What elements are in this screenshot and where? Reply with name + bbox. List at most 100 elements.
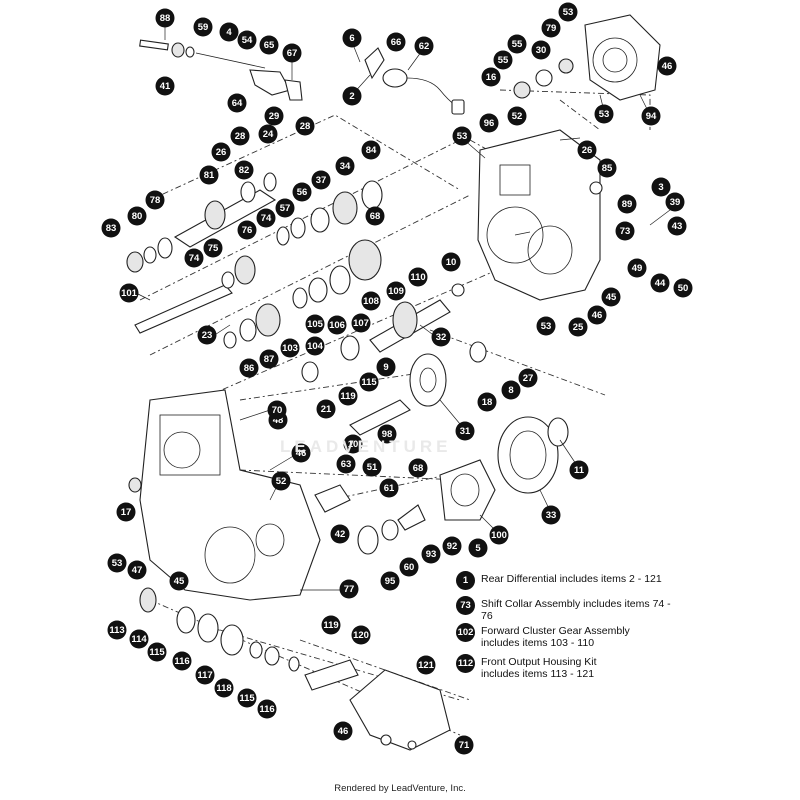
callout-badge (230, 126, 250, 146)
callout-badge (267, 400, 287, 420)
callout-badge (481, 67, 501, 87)
callout-number: 47 (132, 565, 143, 576)
callout-42: 42 (330, 524, 350, 544)
callout-number: 53 (563, 7, 574, 18)
callout-number: 71 (459, 740, 470, 751)
callout-45: 45 (601, 287, 621, 307)
callout-badge (421, 544, 441, 564)
callout-badge (227, 93, 247, 113)
callout-number: 32 (436, 332, 447, 343)
callout-121: 121 (416, 655, 436, 675)
callout-number: 95 (385, 576, 396, 587)
callout-number: 113 (109, 625, 124, 636)
callout-badge (199, 165, 219, 185)
callout-number: 63 (341, 459, 352, 470)
callout-number: 67 (287, 48, 298, 59)
callout-number: 61 (384, 483, 395, 494)
callout-badge (172, 651, 192, 671)
callout-73: 73 (615, 221, 635, 241)
callout-57: 57 (275, 198, 295, 218)
callout-badge (379, 478, 399, 498)
callout-106: 106 (327, 315, 347, 335)
callout-badge (665, 192, 685, 212)
callout-badge (237, 30, 257, 50)
callout-61: 61 (379, 478, 399, 498)
callout-68: 68 (408, 458, 428, 478)
callout-badge (295, 116, 315, 136)
callout-117: 117 (195, 665, 215, 685)
callout-number: 88 (160, 13, 171, 24)
callout-96: 96 (479, 113, 499, 133)
callout-number: 37 (316, 175, 327, 186)
callout-113: 113 (107, 620, 127, 640)
callout-badge (330, 524, 350, 544)
callout-53: 53 (536, 316, 556, 336)
callout-53: 53 (452, 126, 472, 146)
callout-number: 115 (239, 693, 255, 704)
callout-28: 28 (230, 126, 250, 146)
callout-badge (673, 278, 693, 298)
legend-text: Rear Differential includes items 2 - 121 (481, 573, 662, 585)
callout-badge (129, 629, 149, 649)
callout-badge (211, 142, 231, 162)
callout-number: 94 (646, 111, 657, 122)
callout-number: 118 (216, 683, 231, 694)
callout-badge (237, 688, 257, 708)
callout-80: 80 (127, 206, 147, 226)
callout-badge (335, 156, 355, 176)
callout-number: 68 (370, 211, 381, 222)
callout-badge (452, 126, 472, 146)
callout-56: 56 (292, 182, 312, 202)
callout-64: 64 (227, 93, 247, 113)
callout-badge (365, 206, 385, 226)
callout-115: 115 (147, 642, 167, 662)
callout-number: 78 (150, 195, 161, 206)
callout-31: 31 (455, 421, 475, 441)
callout-88: 88 (155, 8, 175, 28)
callout-52: 52 (271, 471, 291, 491)
callout-badge (280, 338, 300, 358)
callout-badge (531, 40, 551, 60)
callout-number: 44 (655, 278, 666, 289)
callout-number: 26 (216, 147, 227, 158)
callout-114: 114 (129, 629, 149, 649)
callout-10: 10 (343, 434, 363, 454)
callout-badge (489, 525, 509, 545)
callout-badge (431, 327, 451, 347)
callout-badge (558, 2, 578, 22)
callout-number: 92 (447, 541, 458, 552)
callout-number: 77 (344, 584, 355, 595)
callout-badge (351, 625, 371, 645)
callout-108: 108 (361, 291, 381, 311)
callout-badge (493, 50, 513, 70)
callout-number: 41 (160, 81, 171, 92)
callout-badge (359, 372, 379, 392)
callout-10: 10 (441, 252, 461, 272)
callout-badge (155, 8, 175, 28)
callout-5: 5 (468, 538, 488, 558)
callout-number: 28 (235, 131, 246, 142)
callout-number: 89 (622, 199, 633, 210)
callout-78: 78 (145, 190, 165, 210)
callout-badge (116, 502, 136, 522)
legend-item: 1 Rear Differential includes items 2 - 1… (456, 571, 681, 590)
callout-number: 28 (300, 121, 311, 132)
callout-badge (107, 620, 127, 640)
callout-badge (237, 220, 257, 240)
callout-number: 119 (323, 620, 338, 631)
callout-badge (650, 273, 670, 293)
callout-50: 50 (673, 278, 693, 298)
callout-number: 105 (307, 319, 324, 330)
callout-number: 115 (149, 647, 165, 658)
callout-number: 86 (244, 363, 255, 374)
legend-badge: 102 (456, 623, 475, 642)
legend-badge: 1 (456, 571, 475, 590)
callout-badge (305, 314, 325, 334)
callout-badge (239, 358, 259, 378)
callout-8: 8 (501, 380, 521, 400)
callout-46: 46 (587, 305, 607, 325)
callout-115: 115 (359, 372, 379, 392)
callout-badge (321, 615, 341, 635)
callout-number: 106 (329, 320, 345, 331)
callout-number: 59 (198, 22, 209, 33)
